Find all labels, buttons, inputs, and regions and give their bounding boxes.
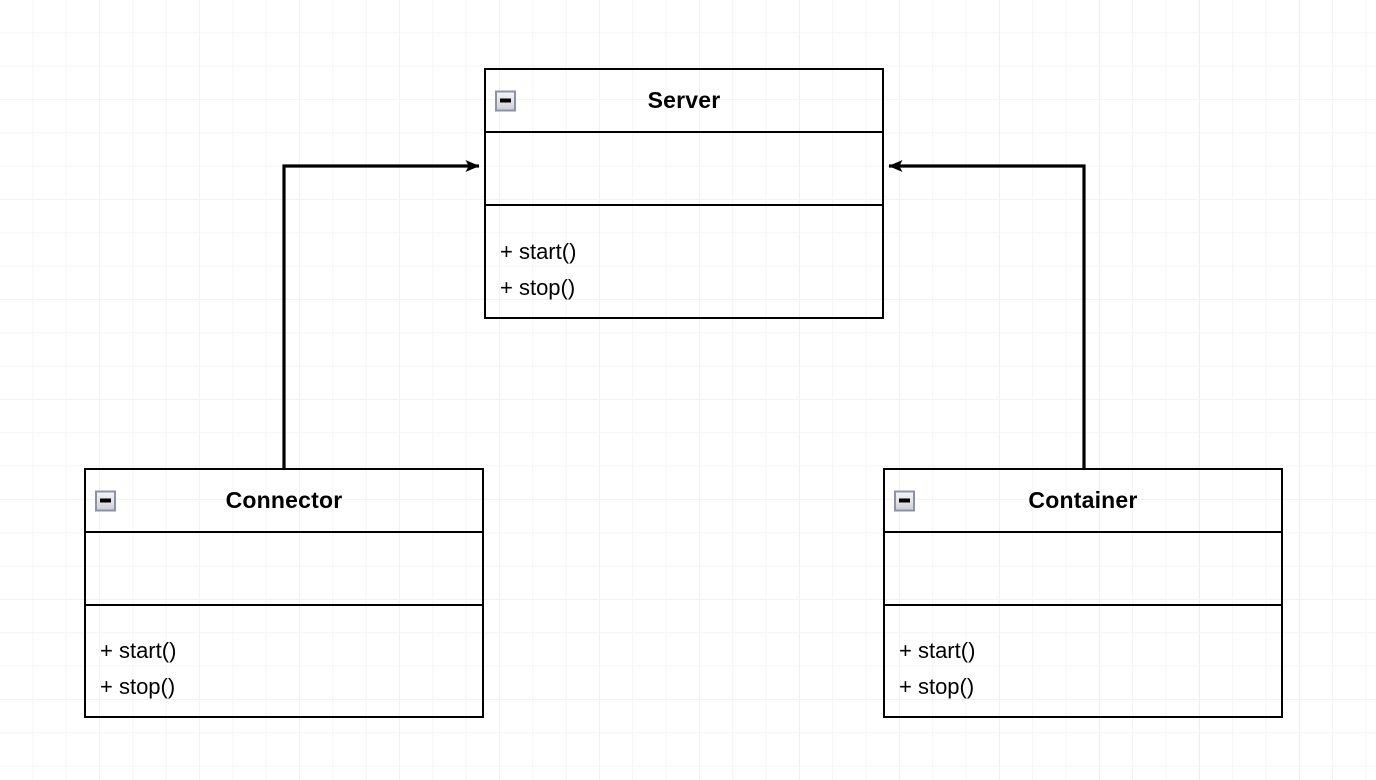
class-method: + stop() (100, 674, 176, 699)
uml-class-connector[interactable]: Connector + start() + stop() (84, 468, 484, 718)
class-methods-compartment: + start() + stop() (885, 606, 1281, 716)
edge-line (888, 160, 1086, 468)
class-name: Connector (225, 487, 343, 513)
class-attributes-compartment (86, 533, 482, 606)
class-method: + start() (100, 638, 177, 663)
class-method: + start() (500, 239, 577, 264)
minus-icon[interactable] (894, 490, 915, 511)
class-method: + stop() (899, 674, 975, 699)
minus-icon-bar (899, 498, 910, 503)
minus-icon[interactable] (495, 90, 516, 111)
class-header: Container (885, 470, 1281, 533)
class-methods-compartment: + start() + stop() (86, 606, 482, 716)
minus-icon-bar (100, 498, 111, 503)
class-name: Container (1028, 487, 1138, 513)
uml-class-server[interactable]: Server + start() + stop() (484, 68, 884, 319)
edge-container-to-server[interactable] (888, 160, 1086, 468)
minus-icon[interactable] (95, 490, 116, 511)
edge-connector-to-server[interactable] (282, 160, 480, 468)
class-methods-compartment: + start() + stop() (486, 206, 882, 317)
minus-icon-bar (500, 98, 511, 103)
class-header: Server (486, 70, 882, 133)
uml-class-container[interactable]: Container + start() + stop() (883, 468, 1283, 718)
class-method: + stop() (500, 275, 576, 300)
class-attributes-compartment (486, 133, 882, 206)
class-name: Server (647, 87, 721, 113)
class-attributes-compartment (885, 533, 1281, 606)
class-header: Connector (86, 470, 482, 533)
edge-line (282, 160, 480, 468)
class-method: + start() (899, 638, 976, 663)
